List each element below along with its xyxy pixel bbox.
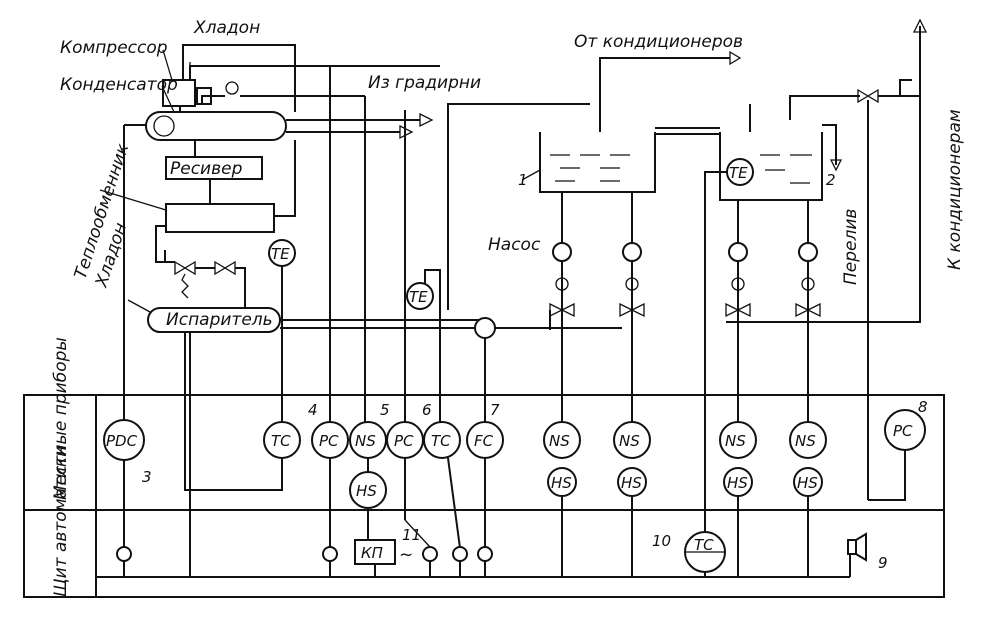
indicator-lamp-3 bbox=[422, 546, 438, 562]
pump-2 bbox=[619, 192, 645, 430]
from-conditioners-label: От кондиционеров bbox=[574, 32, 743, 52]
number-4: 4 bbox=[308, 401, 318, 419]
pump-label: Насос bbox=[488, 235, 541, 255]
number-7: 7 bbox=[490, 401, 500, 419]
svg-text:TC: TC bbox=[271, 432, 291, 450]
expansion-valve bbox=[174, 260, 196, 299]
instrument-hs-2: HS bbox=[547, 467, 577, 497]
indicator-lamp-5 bbox=[477, 546, 493, 562]
svg-text:PC: PC bbox=[394, 432, 414, 450]
pump-4 bbox=[795, 200, 821, 430]
instrument-hs-3: HS bbox=[617, 467, 647, 497]
kp-box bbox=[354, 539, 396, 565]
instrument-ns-3: NS bbox=[613, 421, 651, 459]
instrument-ns-1: NS bbox=[349, 421, 387, 459]
instrument-hs-5: HS bbox=[793, 467, 823, 497]
te-b-label: TE bbox=[409, 288, 428, 306]
circulation-pump bbox=[474, 317, 496, 339]
instrument-hs-4: HS bbox=[723, 467, 753, 497]
number-11: 11 bbox=[402, 526, 421, 544]
indicator-lamp-4 bbox=[452, 546, 468, 562]
svg-text:NS: NS bbox=[725, 432, 746, 450]
svg-text:NS: NS bbox=[795, 432, 816, 450]
tank-2 bbox=[719, 132, 823, 201]
instrument-pc-4: PC bbox=[311, 421, 349, 459]
heat-exchanger bbox=[165, 203, 275, 233]
automation-panel-label: Щит автоматики bbox=[51, 446, 71, 597]
instrument-ns-5: NS bbox=[789, 421, 827, 459]
condenser bbox=[145, 111, 287, 141]
instrument-pc-8: PC bbox=[884, 409, 926, 451]
temperature-element-te-b bbox=[406, 282, 434, 310]
evaporator-label: Испаритель bbox=[166, 310, 273, 330]
compressor-label: Компрессор bbox=[60, 38, 168, 58]
number-9: 9 bbox=[878, 554, 888, 572]
instrument-tc-1: TC bbox=[263, 421, 301, 459]
instrument-pc-5: PC bbox=[386, 421, 424, 459]
receiver bbox=[165, 156, 263, 180]
local-instruments-label: Местные приборы bbox=[51, 337, 71, 500]
number-8: 8 bbox=[918, 398, 928, 416]
tank-1 bbox=[539, 132, 656, 193]
number-5: 5 bbox=[380, 401, 390, 419]
svg-text:TC: TC bbox=[431, 432, 451, 450]
svg-text:NS: NS bbox=[549, 432, 570, 450]
svg-text:TC: TC bbox=[694, 536, 714, 554]
instrument-tc-10: TC bbox=[684, 531, 726, 573]
te-a-label: TE bbox=[271, 245, 290, 263]
ac-symbol: ~ bbox=[399, 545, 413, 565]
instrument-ns-2: NS bbox=[543, 421, 581, 459]
receiver-label: Ресивер bbox=[170, 159, 243, 179]
te-c-label: TE bbox=[729, 164, 748, 182]
svg-text:HS: HS bbox=[356, 482, 377, 500]
svg-text:PDC: PDC bbox=[106, 432, 138, 450]
svg-text:FC: FC bbox=[474, 432, 494, 450]
from-cooling-tower-label: Из градирни bbox=[368, 73, 481, 93]
svg-text:PC: PC bbox=[893, 422, 913, 440]
instrument-pdc: PDC bbox=[103, 419, 145, 461]
svg-text:HS: HS bbox=[797, 474, 818, 492]
number-3: 3 bbox=[142, 468, 152, 486]
instrument-tc-6: TC bbox=[423, 421, 461, 459]
overflow-label: Перелив bbox=[841, 209, 861, 285]
svg-text:HS: HS bbox=[621, 474, 642, 492]
solenoid-valve bbox=[214, 260, 236, 276]
number-6: 6 bbox=[422, 401, 432, 419]
svg-text:PC: PC bbox=[319, 432, 339, 450]
svg-text:HS: HS bbox=[727, 474, 748, 492]
to-conditioners-label: К кондиционерам bbox=[945, 109, 965, 270]
instrument-fc-7: FC bbox=[466, 421, 504, 459]
freon-top-label: Хладон bbox=[193, 18, 260, 38]
svg-text:NS: NS bbox=[619, 432, 640, 450]
number-10: 10 bbox=[652, 532, 671, 550]
pump-1 bbox=[549, 192, 575, 430]
indicator-lamp-2 bbox=[322, 546, 338, 562]
pump-3 bbox=[725, 200, 751, 430]
tank-2-number: 2 bbox=[826, 171, 836, 189]
kp-label: КП bbox=[361, 544, 383, 562]
instrument-hs-1: HS bbox=[349, 471, 387, 509]
indicator-lamp-1 bbox=[116, 546, 132, 562]
svg-text:NS: NS bbox=[355, 432, 376, 450]
condenser-label: Конденсатор bbox=[60, 75, 178, 95]
instrument-ns-4: NS bbox=[719, 421, 757, 459]
horn-icon bbox=[847, 532, 867, 562]
svg-text:HS: HS bbox=[551, 474, 572, 492]
